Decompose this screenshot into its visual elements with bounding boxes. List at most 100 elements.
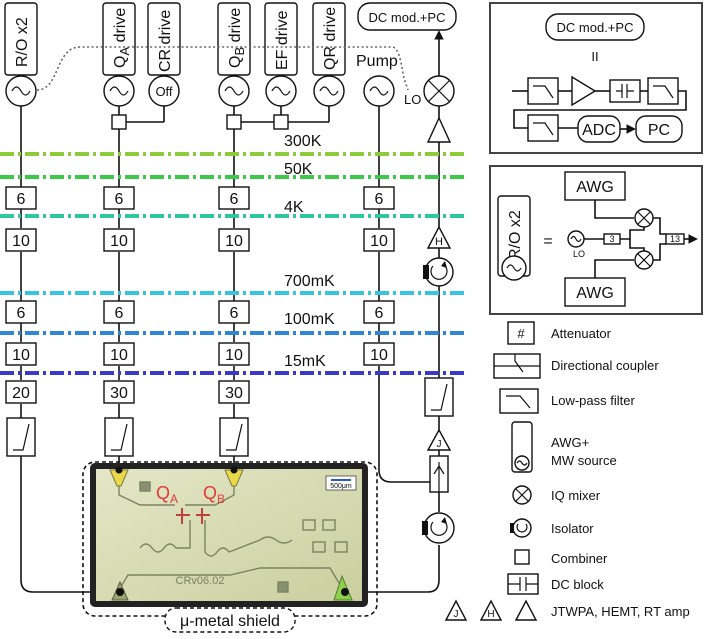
legend-amps-label: JTWPA, HEMT, RT amp — [551, 604, 690, 619]
source-cr-box: CR drive — [147, 2, 181, 76]
attenuator-ro-0: 6 — [5, 186, 37, 210]
attenuator-value: 6 — [375, 191, 384, 208]
dc-mod-label: DC mod.+PC — [369, 10, 446, 25]
legend: # Attenuator Directional coupler Low-pas… — [444, 321, 690, 621]
source-ef-circle — [265, 75, 297, 107]
inset-att-in: 3 — [609, 234, 614, 244]
legend-lowpass-label: Low-pass filter — [551, 393, 635, 408]
legend-attenuator-glyph: # — [517, 326, 525, 341]
svg-text:QA drive: QA drive — [112, 8, 132, 68]
lowpass-out — [424, 377, 454, 417]
stage-label-0: 300K — [284, 133, 322, 150]
inset-dc-block — [609, 79, 641, 103]
attenuator-value: 10 — [225, 347, 243, 364]
source-qr-circle — [313, 75, 345, 107]
attenuator-value: 6 — [17, 305, 26, 322]
bond-point-in — [116, 588, 124, 596]
legend-hemt-glyph: H — [487, 609, 494, 620]
dc-mod-box: DC mod.+PC — [357, 2, 457, 31]
source-ro-label: R/O x2 — [14, 17, 31, 67]
legend-jtwpa-glyph: J — [454, 609, 459, 620]
isolator-lower — [422, 512, 455, 544]
inset-dc-mod: DC mod.+PC II ADC PC — [489, 2, 703, 154]
legend-lowpass-icon — [499, 388, 539, 414]
attenuator-value: 10 — [370, 347, 388, 364]
attenuator-qb-0: 6 — [218, 186, 250, 210]
attenuator-value: 6 — [115, 305, 124, 322]
isolator-upper — [423, 257, 454, 287]
inset-lo-label: LO — [573, 249, 585, 259]
attenuator-value: 30 — [110, 385, 128, 402]
pump-label: Pump — [356, 53, 398, 70]
chip-image — [90, 463, 368, 607]
source-qa-box: QA drive — [102, 2, 136, 76]
attenuator-qa-4: 30 — [103, 380, 135, 404]
attenuator-ro-1: 10 — [5, 228, 37, 252]
inset-adc: ADC — [582, 122, 616, 139]
hemt-letter: H — [435, 236, 443, 248]
inset-lowpass-2 — [647, 77, 679, 105]
source-qa-circle — [103, 75, 135, 107]
directional-coupler — [429, 455, 449, 493]
attenuator-value: 30 — [225, 385, 243, 402]
source-qa-suffix: drive — [112, 8, 129, 47]
inset-att-out: 13 — [670, 234, 680, 244]
legend-attenuator-label: Attenuator — [551, 326, 612, 341]
attenuator-qb-4: 30 — [218, 380, 250, 404]
attenuator-qb-2: 6 — [218, 300, 250, 324]
rt-amp — [426, 116, 452, 143]
scale-bar: 500μm — [325, 475, 357, 491]
hemt-amp: H — [426, 225, 452, 249]
source-qa-label: Q — [112, 56, 129, 68]
jtwpa-amp: J — [426, 428, 452, 451]
attenuator-value: 10 — [12, 233, 30, 250]
iq-mixer — [423, 75, 455, 107]
source-qr-label: QR drive — [322, 7, 339, 70]
stage-label-2: 4K — [284, 199, 304, 216]
attenuator-value: 6 — [230, 191, 239, 208]
inset-awg-bottom: AWG — [576, 285, 614, 302]
legend-combiner-icon — [514, 549, 530, 565]
combiner-ef — [273, 114, 289, 130]
legend-combiner-label: Combiner — [551, 551, 608, 566]
inset-pc: PC — [648, 122, 670, 139]
source-ef-label: EF drive — [274, 10, 291, 70]
bond-point-out — [341, 588, 349, 596]
attenuator-qb-3: 10 — [218, 342, 250, 366]
attenuator-value: 6 — [375, 305, 384, 322]
legend-dcblock-icon — [507, 573, 539, 595]
attenuator-ro-2: 6 — [5, 300, 37, 324]
inset-dc-equals: II — [591, 49, 598, 64]
attenuator-value: 6 — [230, 305, 239, 322]
stage-label-3: 700mK — [284, 273, 335, 290]
legend-awg-label: AWG+ — [551, 435, 589, 450]
stage-label-4: 100mK — [284, 311, 335, 328]
attenuator-value: 10 — [110, 233, 128, 250]
legend-awg-label2: MW source — [551, 453, 617, 468]
sine-icon — [271, 86, 291, 96]
lowpass-qa — [104, 417, 134, 457]
sine-icon — [109, 86, 129, 96]
attenuator-pump-2: 6 — [363, 300, 395, 324]
jtwpa-letter: J — [437, 439, 442, 450]
legend-dcblock-label: DC block — [551, 577, 604, 592]
svg-text:QB drive: QB drive — [227, 8, 247, 68]
legend-attenuator-icon — [507, 321, 535, 345]
source-qr-box: QR drive — [312, 2, 346, 76]
attenuator-pump-0: 6 — [363, 186, 395, 210]
attenuator-qa-0: 6 — [103, 186, 135, 210]
qubit-b-label: QB — [203, 483, 225, 506]
attenuator-qa-1: 10 — [103, 228, 135, 252]
source-qb-subscript: B — [232, 47, 247, 56]
shield-label-box — [164, 607, 296, 633]
inset-amp — [571, 75, 597, 107]
inset-awg-top: AWG — [576, 179, 614, 196]
attenuator-value: 6 — [115, 191, 124, 208]
stage-label-5: 15mK — [284, 353, 326, 370]
attenuator-ro-3: 10 — [5, 342, 37, 366]
inset-dc-title: DC mod.+PC — [557, 20, 634, 35]
legend-amps-icon: J H — [444, 599, 538, 621]
attenuator-value: 10 — [225, 233, 243, 250]
shield-label: μ-metal shield — [180, 613, 280, 630]
